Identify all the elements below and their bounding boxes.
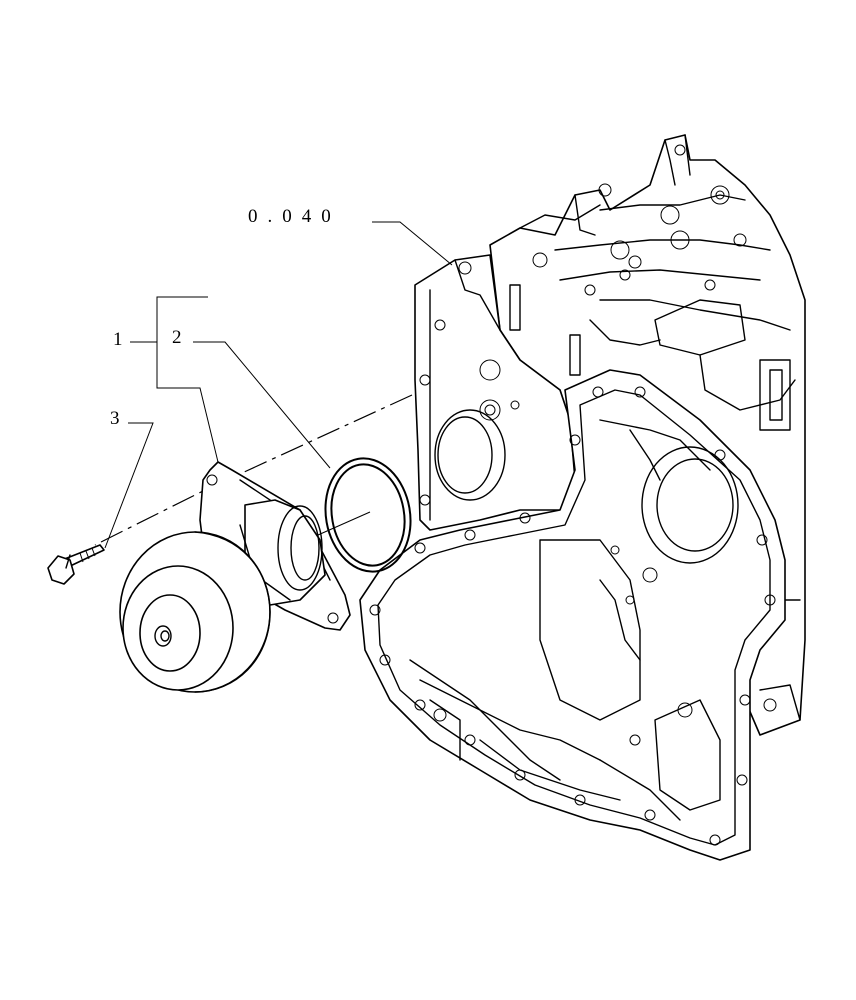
callout-3: 3 [110, 408, 120, 429]
pump-axis-line [317, 511, 371, 536]
timing-cover-assembly [359, 134, 806, 861]
assembly-centerline [94, 394, 413, 546]
hex-bolt [47, 544, 105, 585]
callout-2: 2 [172, 327, 182, 348]
callout-1: 1 [113, 329, 123, 350]
leader-lines [104, 221, 453, 549]
reference-label: 0.040 [248, 206, 341, 227]
o-ring-seal [324, 457, 412, 573]
water-pump [119, 461, 351, 693]
